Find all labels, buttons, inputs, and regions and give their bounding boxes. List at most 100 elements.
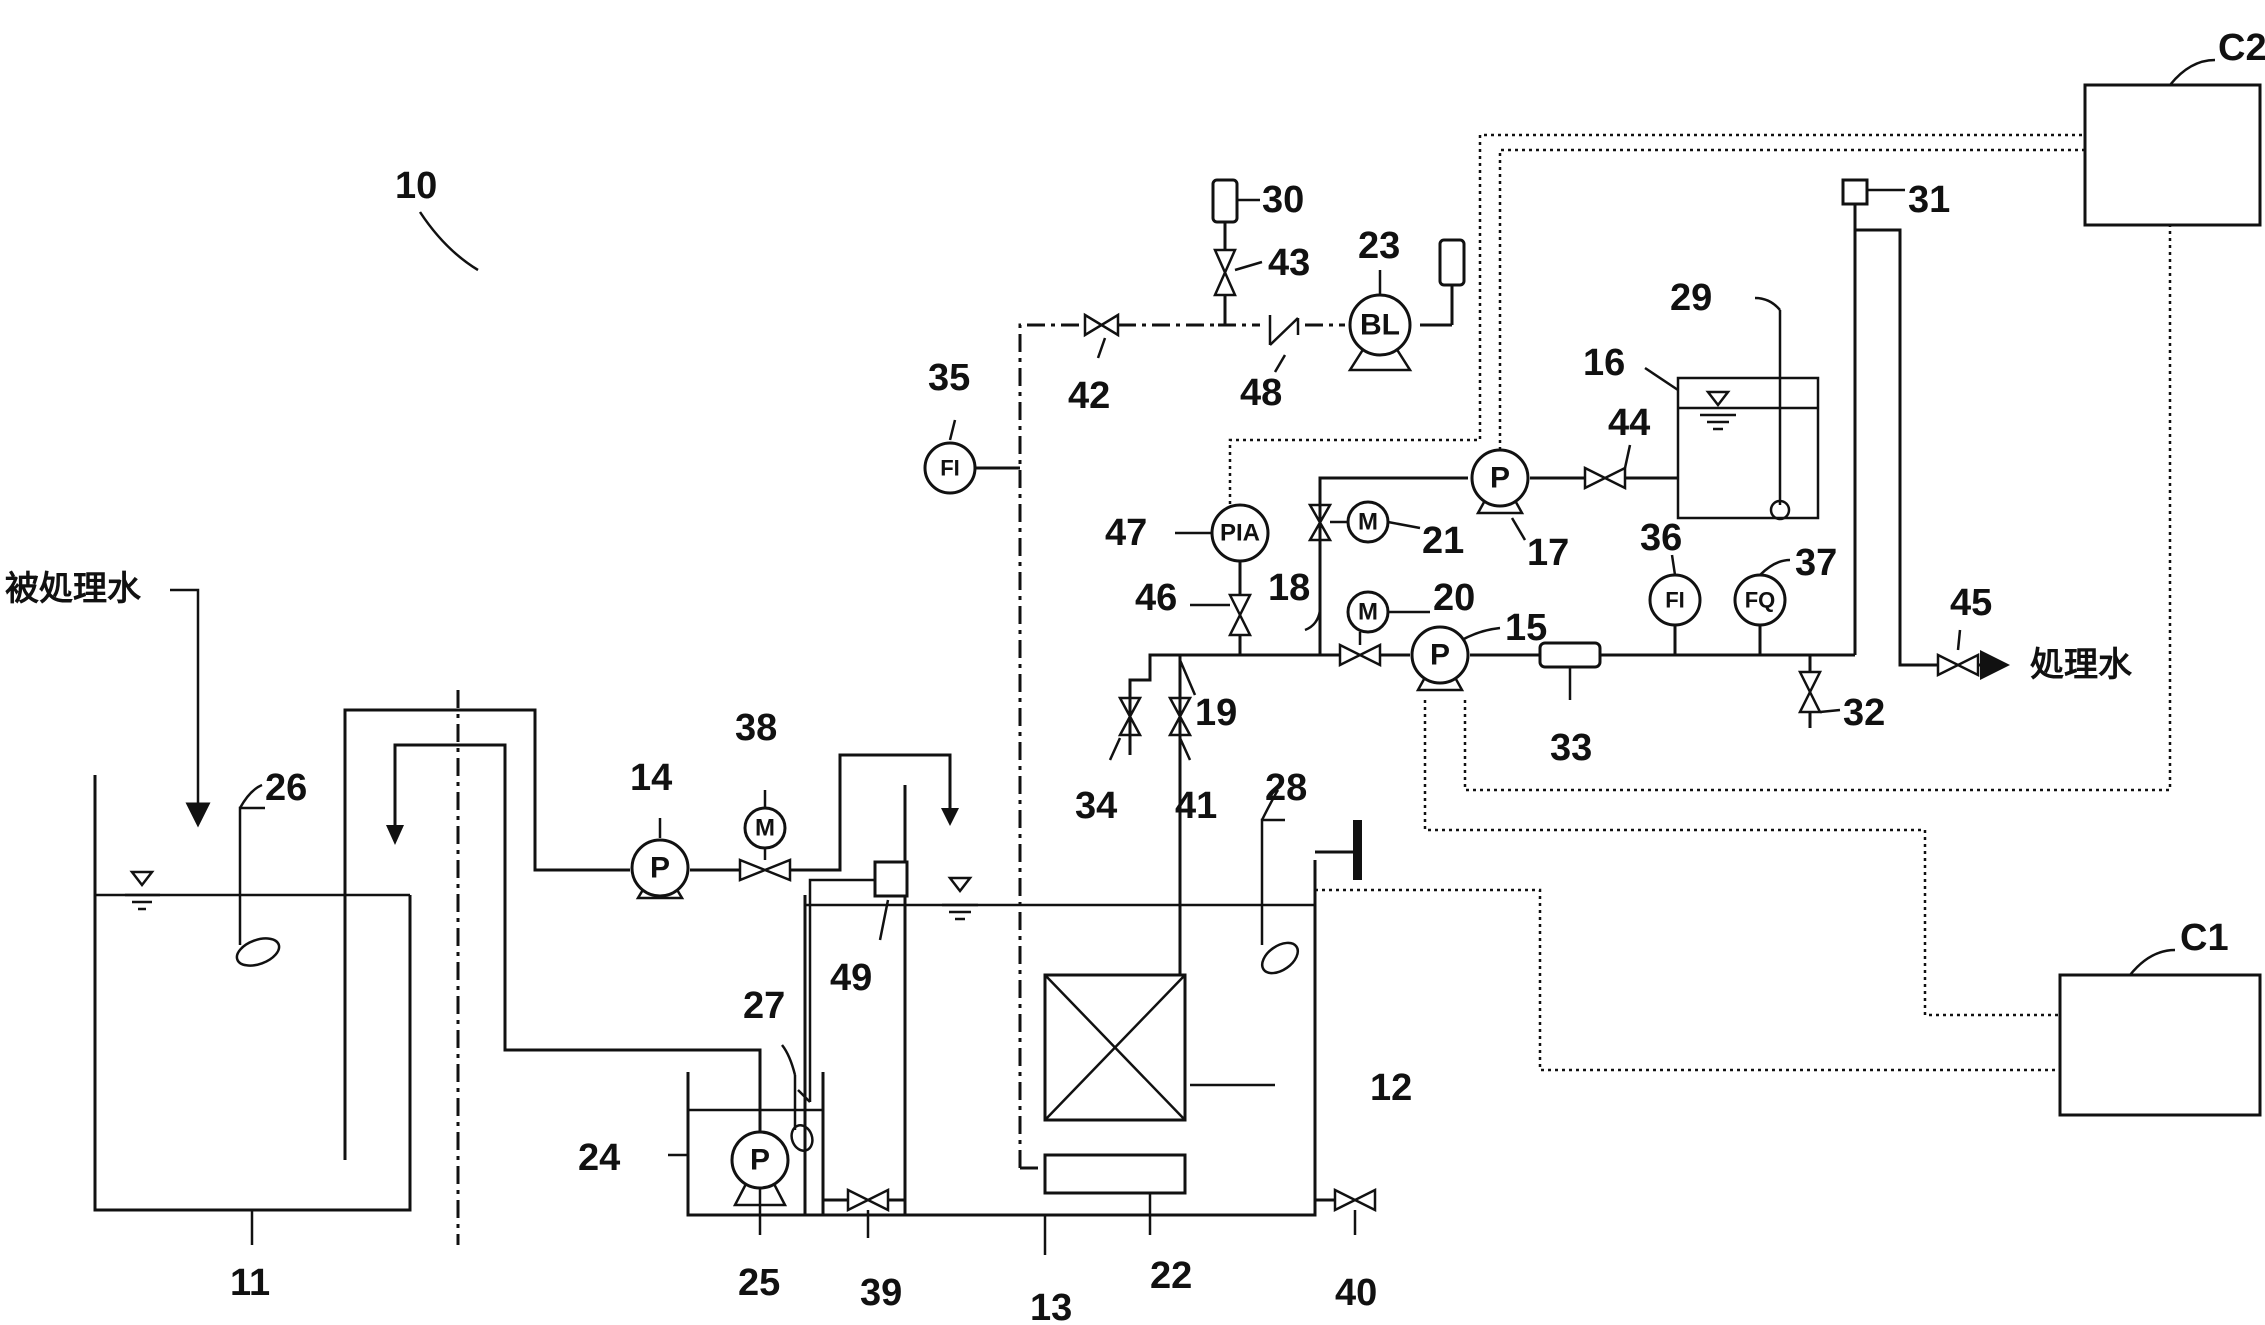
return-pipe-25 xyxy=(393,743,762,1145)
label-diffuser: 22 xyxy=(1150,1255,1192,1297)
label-motor-38: 38 xyxy=(735,707,777,749)
level-sensor-26 xyxy=(235,806,281,967)
label-valve-32: 32 xyxy=(1843,692,1885,734)
label-sensor-26: 26 xyxy=(265,767,307,809)
svg-text:M: M xyxy=(755,815,775,842)
label-pump-15: 15 xyxy=(1505,607,1547,649)
valve-43[interactable] xyxy=(1213,248,1237,297)
blower-23[interactable]: BL xyxy=(1347,293,1413,372)
check-valve-48[interactable] xyxy=(1268,315,1300,346)
label-filter-33: 33 xyxy=(1550,727,1592,769)
label-sensor-27: 27 xyxy=(743,985,785,1027)
feed-pipe-14 xyxy=(343,708,630,1160)
label-system: 10 xyxy=(395,165,437,207)
label-level-49: 49 xyxy=(830,957,872,999)
label-sensor-29: 29 xyxy=(1670,277,1712,319)
svg-text:M: M xyxy=(1358,599,1378,626)
label-sensor-31: 31 xyxy=(1908,179,1950,221)
label-valve-46: 46 xyxy=(1135,577,1177,619)
label-motor-20: 20 xyxy=(1433,577,1475,619)
svg-text:P: P xyxy=(750,1144,770,1177)
air-line xyxy=(1018,323,1085,1168)
label-valve-42: 42 xyxy=(1068,375,1110,417)
svg-text:BL: BL xyxy=(1360,309,1400,342)
valve-44[interactable] xyxy=(1583,465,1627,491)
label-fi-35: 35 xyxy=(928,357,970,399)
svg-text:PIA: PIA xyxy=(1220,520,1260,547)
controller-c2 xyxy=(2083,83,2262,227)
label-valve-41: 41 xyxy=(1175,785,1217,827)
label-raw-tank: 11 xyxy=(230,1262,270,1304)
label-valve-34: 34 xyxy=(1075,785,1117,827)
label-pump-25: 25 xyxy=(738,1262,780,1304)
label-outflow: 処理水 xyxy=(2030,645,2133,685)
sensor-31 xyxy=(1841,178,1869,206)
label-sensor-30: 30 xyxy=(1262,179,1304,221)
svg-text:P: P xyxy=(650,852,670,885)
controller-c1 xyxy=(2058,973,2262,1117)
blower-silencer xyxy=(1438,238,1466,287)
svg-text:FQ: FQ xyxy=(1745,588,1776,613)
label-fi-36: 36 xyxy=(1640,517,1682,559)
valve-34[interactable] xyxy=(1117,696,1143,745)
sub-tank xyxy=(686,1072,825,1217)
pia-47: PIA xyxy=(1210,503,1270,563)
label-sub-tank: 24 xyxy=(578,1137,620,1179)
svg-text:FI: FI xyxy=(940,456,960,481)
label-valve-43: 43 xyxy=(1268,242,1310,284)
svg-text:P: P xyxy=(1430,639,1450,672)
label-pump-14: 14 xyxy=(630,757,672,799)
tank-16 xyxy=(1676,310,1820,521)
label-treatment-tank: 13 xyxy=(1030,1287,1072,1325)
fi-35: FI xyxy=(923,441,977,495)
signal-lines xyxy=(1228,133,2172,1072)
valve-45[interactable] xyxy=(1936,652,1980,678)
label-controller-c2: C2 xyxy=(2218,27,2265,69)
label-membrane: 12 xyxy=(1370,1067,1412,1109)
valve-32[interactable] xyxy=(1797,670,1823,714)
valve-42[interactable] xyxy=(1083,312,1120,338)
level-switch-49 xyxy=(797,860,909,1103)
valve-46[interactable] xyxy=(1227,593,1253,637)
label-inflow: 被処理水 xyxy=(5,569,142,609)
label-valve-39: 39 xyxy=(860,1272,902,1314)
svg-text:P: P xyxy=(1490,462,1510,495)
label-line-18: 18 xyxy=(1268,567,1310,609)
treatment-tank xyxy=(803,785,1317,1217)
valve-41[interactable] xyxy=(1167,696,1193,737)
label-motor-21: 21 xyxy=(1422,520,1464,562)
motor-21[interactable]: M xyxy=(1307,500,1390,544)
svg-text:FI: FI xyxy=(1665,588,1685,613)
air-diffuser xyxy=(1043,1153,1187,1195)
label-sensor-28: 28 xyxy=(1265,767,1307,809)
inflow-line xyxy=(170,588,211,828)
valve-40[interactable] xyxy=(1333,1187,1377,1213)
svg-text:M: M xyxy=(1358,509,1378,536)
pump-14[interactable]: P xyxy=(630,838,690,900)
leader-lines xyxy=(238,58,2216,1255)
level-sensor-27 xyxy=(790,1075,814,1152)
motor-38[interactable]: M xyxy=(738,806,792,882)
label-blower: 23 xyxy=(1358,225,1400,267)
pump-25[interactable]: P xyxy=(730,1130,790,1207)
fq-37: FQ xyxy=(1733,573,1787,627)
label-check-48: 48 xyxy=(1240,372,1282,414)
label-valve-45: 45 xyxy=(1950,582,1992,624)
raw-water-tank xyxy=(93,775,412,1212)
label-tank-16: 16 xyxy=(1583,342,1625,384)
label-controller-c1: C1 xyxy=(2180,917,2229,959)
membrane-module xyxy=(1043,973,1187,1122)
label-line-19: 19 xyxy=(1195,692,1237,734)
pump-15[interactable]: P xyxy=(1410,625,1470,692)
fi-36: FI xyxy=(1648,573,1702,627)
label-pia-47: 47 xyxy=(1105,512,1147,554)
tank-30 xyxy=(1211,178,1239,224)
valve-39[interactable] xyxy=(846,1187,890,1213)
label-valve-44: 44 xyxy=(1608,402,1650,444)
label-pump-17: 17 xyxy=(1527,532,1569,574)
pump-17[interactable]: P xyxy=(1470,448,1530,515)
label-valve-40: 40 xyxy=(1335,1272,1377,1314)
label-fq-37: 37 xyxy=(1795,542,1837,584)
motor-20[interactable]: M xyxy=(1338,590,1390,668)
